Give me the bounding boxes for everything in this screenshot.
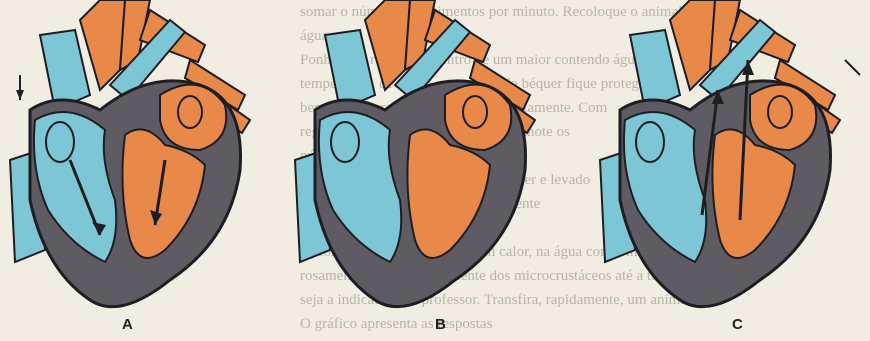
heart-b-art <box>295 0 535 307</box>
label-b: B <box>435 316 446 333</box>
heart-diagram-a <box>0 0 300 341</box>
heart-c-art <box>600 0 860 307</box>
label-a: A <box>122 316 133 333</box>
label-c: C <box>732 316 743 333</box>
heart-diagram-c <box>590 0 870 341</box>
heart-diagram-b <box>285 0 585 341</box>
heart-a-art <box>10 0 250 307</box>
